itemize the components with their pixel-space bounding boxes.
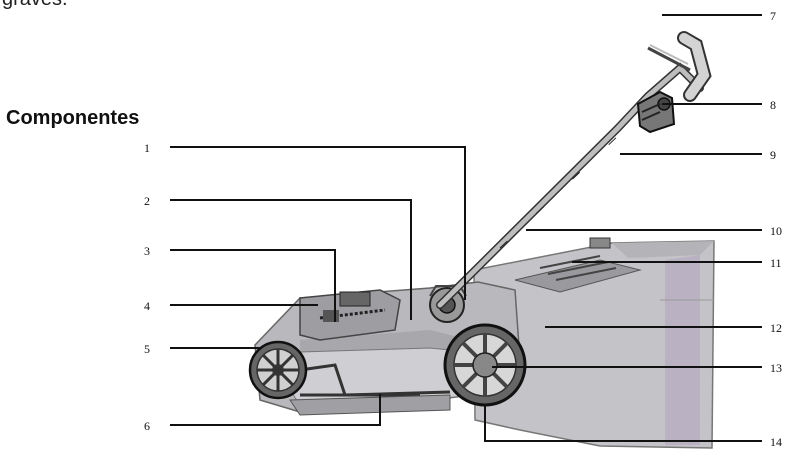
callout-9: 9 (770, 148, 776, 162)
rear-wheel (443, 323, 527, 407)
callout-13: 13 (770, 361, 782, 375)
callout-1: 1 (144, 141, 150, 155)
callout-8: 8 (770, 98, 776, 112)
callout-6: 6 (144, 419, 150, 433)
section-heading: Componentes (6, 107, 140, 129)
callout-7: 7 (770, 9, 776, 23)
callout-12: 12 (770, 321, 782, 335)
callout-3: 3 (144, 244, 150, 258)
front-wheel (248, 340, 308, 400)
callout-2: 2 (144, 194, 150, 208)
callout-4: 4 (144, 299, 150, 313)
callout-10: 10 (770, 224, 782, 238)
switch-box (636, 90, 676, 134)
callout-5: 5 (144, 342, 150, 356)
callout-11: 11 (770, 256, 782, 270)
previous-page-text: graves. (2, 0, 68, 11)
leader-lines (170, 14, 762, 442)
front-handle (299, 363, 451, 397)
callout-14: 14 (770, 435, 782, 449)
